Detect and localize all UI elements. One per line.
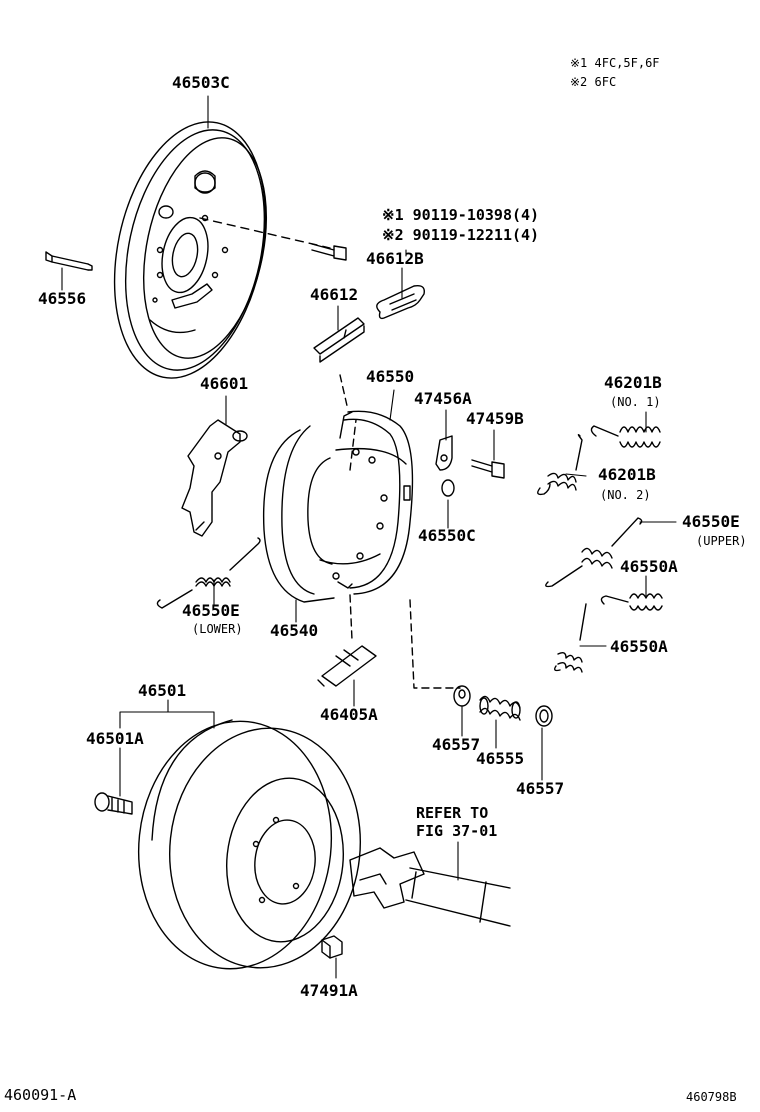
label-46550e-lower[interactable]: 46550E xyxy=(182,601,240,620)
plate-bolt-leader xyxy=(199,217,331,249)
label-46601[interactable]: 46601 xyxy=(200,374,249,393)
spring-46550e-lower-drawing xyxy=(156,537,261,609)
spring-46201b-no2-drawing xyxy=(537,433,583,496)
label-46540[interactable]: 46540 xyxy=(270,621,319,640)
label-47459b[interactable]: 47459B xyxy=(466,409,524,428)
label-46501a[interactable]: 46501A xyxy=(86,729,144,748)
footer-left-code: 460091-A xyxy=(4,1086,77,1104)
label-46557-2[interactable]: 46557 xyxy=(516,779,565,798)
label-46550e-upper[interactable]: 46550E xyxy=(682,512,740,531)
label-47491a[interactable]: 47491A xyxy=(300,981,358,1000)
nut-47491a-drawing xyxy=(321,935,343,959)
label-47456a[interactable]: 47456A xyxy=(414,389,472,408)
label-46550c[interactable]: 46550C xyxy=(418,526,476,545)
label-46557-1[interactable]: 46557 xyxy=(432,735,481,754)
spring-46201b-no1-drawing xyxy=(590,425,661,448)
label-bolt-1[interactable]: ※1 90119-10398(4) xyxy=(382,206,540,224)
label-fig-ref[interactable]: FIG 37-01 xyxy=(416,822,498,840)
label-46612b[interactable]: 46612B xyxy=(366,249,424,268)
label-46501[interactable]: 46501 xyxy=(138,681,187,700)
note-1: ※1 4FC,5F,6F xyxy=(570,56,660,70)
adjuster-parts-drawing xyxy=(453,685,553,727)
spring-46550e-upper-drawing xyxy=(545,517,643,588)
footer-right-code: 460798B xyxy=(686,1090,737,1104)
label-46201b-no2[interactable]: 46201B xyxy=(598,465,656,484)
brake-shoes-drawing xyxy=(262,410,414,603)
label-46201b-no1[interactable]: 46201B xyxy=(604,373,662,392)
spring-46550a-1-drawing xyxy=(600,593,663,611)
backing-plate-drawing xyxy=(113,121,268,379)
label-46550[interactable]: 46550 xyxy=(366,367,415,386)
label-46405a[interactable]: 46405A xyxy=(320,705,378,724)
bolt-47459b-drawing xyxy=(471,459,505,479)
label-46550e-lower-note: (LOWER) xyxy=(192,622,243,636)
leader-lines xyxy=(61,95,677,979)
label-refer-to[interactable]: REFER TO xyxy=(416,804,489,822)
hub-bolt-46501a-drawing xyxy=(94,792,133,815)
label-46550a-2[interactable]: 46550A xyxy=(610,637,668,656)
clip-47456a-drawing xyxy=(435,435,453,471)
label-46201b-no2-note: (NO. 2) xyxy=(600,488,651,502)
label-46201b-no1-note: (NO. 1) xyxy=(610,395,661,409)
drive-shaft-drawing xyxy=(349,847,511,927)
spring-46550a-2-drawing xyxy=(553,603,587,673)
wheel-cylinder-46405a-drawing xyxy=(317,645,377,687)
label-46555[interactable]: 46555 xyxy=(476,749,525,768)
brake-drum-drawing xyxy=(137,719,362,970)
label-46550a-1[interactable]: 46550A xyxy=(620,557,678,576)
label-bolt-2[interactable]: ※2 90119-12211(4) xyxy=(382,226,540,244)
label-46612[interactable]: 46612 xyxy=(310,285,359,304)
lever-46601-drawing xyxy=(181,419,248,537)
label-46556[interactable]: 46556 xyxy=(38,289,87,308)
label-46503c[interactable]: 46503C xyxy=(172,73,230,92)
strut-46612-drawing xyxy=(313,317,365,363)
bolt-90119-drawing xyxy=(311,243,347,261)
label-46550e-upper-note: (UPPER) xyxy=(696,534,747,548)
bolt-46556-drawing xyxy=(45,251,93,271)
washer-46550c-drawing xyxy=(441,479,455,497)
note-2: ※2 6FC xyxy=(570,75,617,89)
shim-46612b-drawing xyxy=(376,284,425,320)
